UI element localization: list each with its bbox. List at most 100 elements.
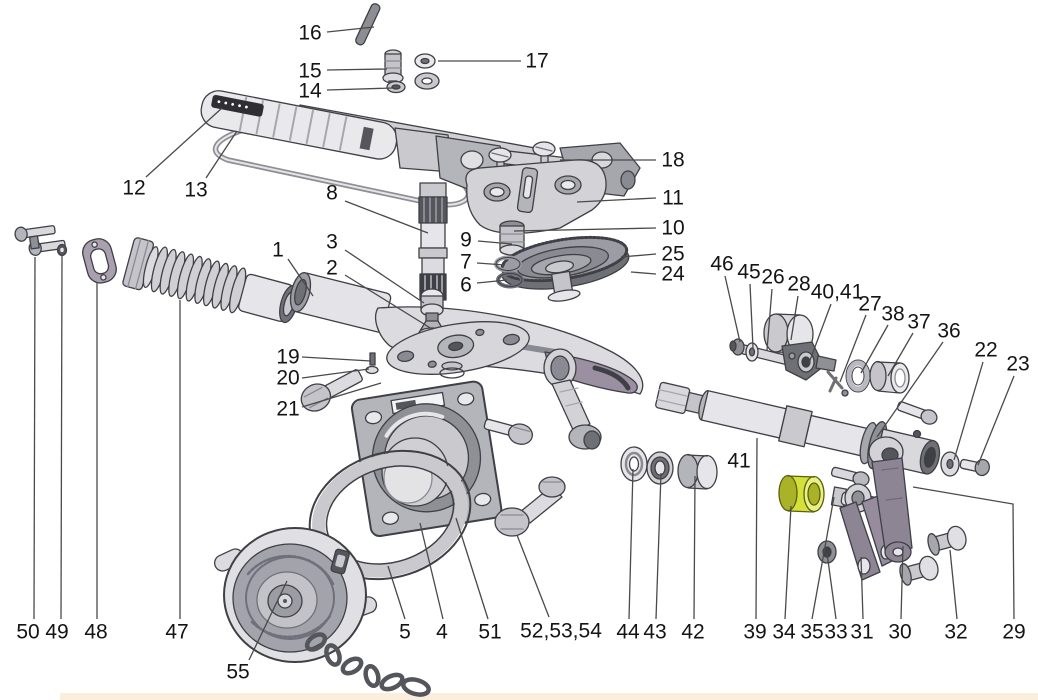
part-label-45: 45: [737, 261, 760, 284]
corrugated-hose-part: [122, 237, 299, 324]
part-label-26: 26: [761, 266, 784, 289]
leader-line-9: [477, 240, 513, 245]
leader-line-46: [724, 275, 741, 343]
part-label-4: 4: [436, 621, 448, 644]
leader-line-22: [953, 361, 984, 461]
leader-line-4: [419, 522, 444, 620]
part-label-50: 50: [16, 621, 39, 644]
bottom-strip: [60, 693, 1038, 700]
leader-line-5: [387, 565, 406, 620]
part-label-23: 23: [1006, 353, 1029, 376]
part-label-30: 30: [888, 621, 911, 644]
highlighted-bushing-part: [778, 474, 825, 513]
part-label-3: 3: [326, 231, 338, 254]
part-label-47: 47: [165, 621, 188, 644]
part-label-14: 14: [298, 80, 322, 103]
leader-line-7: [476, 262, 506, 266]
leader-line-49: [60, 254, 63, 620]
part-label-43: 43: [643, 621, 666, 644]
part-label-28: 28: [787, 273, 810, 296]
leader-line-11: [576, 197, 657, 203]
leader-line-43: [655, 472, 662, 620]
part-label-10: 10: [661, 217, 684, 240]
leader-line-32: [949, 549, 958, 620]
bracket-plate-part: [465, 141, 607, 256]
leader-line-30: [900, 545, 904, 620]
leader-line-38: [860, 324, 889, 374]
leader-line-1: [287, 258, 314, 297]
leader-line-10: [513, 227, 657, 232]
leader-line-36: [876, 341, 944, 438]
part-label-32: 32: [944, 621, 967, 644]
part-label-2: 2: [326, 257, 338, 280]
part-label-41: 41: [727, 450, 750, 473]
part-label-29: 29: [1002, 621, 1025, 644]
part-label-12: 12: [122, 177, 145, 200]
leader-line-29: [912, 486, 1015, 620]
hex-bolt-part: [494, 476, 566, 537]
leader-line-20: [301, 368, 370, 379]
blind-cap-part: [214, 527, 431, 697]
leader-line-40_41: [808, 303, 832, 364]
part-label-52_53_54: 52,53,54: [520, 620, 602, 643]
handle-lever-part: [200, 90, 641, 208]
leader-line-6: [476, 279, 508, 284]
part-label-35: 35: [800, 621, 823, 644]
top-pin-and-washers-parts: [355, 3, 440, 94]
part-label-17: 17: [525, 50, 548, 73]
valve-disc-part: [500, 235, 630, 302]
leader-line-13: [205, 130, 238, 179]
leader-line-8: [344, 200, 429, 234]
part-label-16: 16: [298, 22, 321, 45]
part-label-51: 51: [478, 621, 501, 644]
cap-chain: [304, 632, 431, 697]
leader-line-51: [455, 517, 489, 620]
part-label-19: 19: [276, 346, 299, 369]
leader-line-3: [344, 249, 425, 304]
spindle-and-lever-parts: [620, 313, 990, 586]
leader-line-31: [860, 556, 864, 620]
part-label-9: 9: [460, 229, 472, 252]
main-valve-body-part: [289, 182, 644, 581]
leader-line-14: [326, 87, 393, 91]
part-label-27: 27: [858, 293, 881, 316]
leader-line-33: [826, 552, 837, 620]
leader-line-12: [145, 107, 223, 178]
leader-line-2: [344, 274, 433, 330]
leader-line-37: [887, 332, 914, 377]
part-label-22: 22: [974, 339, 997, 362]
part-label-34: 34: [772, 621, 796, 644]
leader-line-23: [977, 375, 1015, 466]
part-label-1: 1: [272, 239, 284, 262]
part-label-42: 42: [681, 621, 704, 644]
part-label-46: 46: [710, 253, 733, 276]
part-label-24: 24: [661, 263, 685, 286]
parts-artwork: [14, 3, 990, 697]
part-label-44: 44: [616, 621, 640, 644]
leader-line-24: [630, 271, 657, 275]
leader-line-16: [326, 26, 375, 33]
part-label-21: 21: [276, 398, 299, 421]
part-label-13: 13: [184, 179, 207, 202]
part-label-37: 37: [907, 311, 930, 334]
leader-line-28: [790, 295, 799, 341]
part-label-48: 48: [84, 621, 107, 644]
part-label-40_41: 40,41: [811, 281, 864, 304]
leader-line-50: [33, 256, 36, 620]
part-label-55: 55: [226, 661, 249, 684]
part-label-8: 8: [326, 182, 338, 205]
leader-line-21: [301, 382, 382, 408]
part-label-20: 20: [276, 367, 299, 390]
leader-line-55: [248, 580, 288, 661]
leader-line-15: [326, 68, 388, 71]
part-label-36: 36: [937, 320, 960, 343]
part-label-11: 11: [662, 187, 684, 210]
left-bolt-and-gasket-parts: [14, 225, 117, 284]
leader-line-27: [839, 314, 867, 383]
leader-line-26: [766, 288, 773, 351]
leader-line-39: [755, 437, 758, 620]
part-label-5: 5: [399, 621, 411, 644]
part-label-49: 49: [45, 621, 68, 644]
